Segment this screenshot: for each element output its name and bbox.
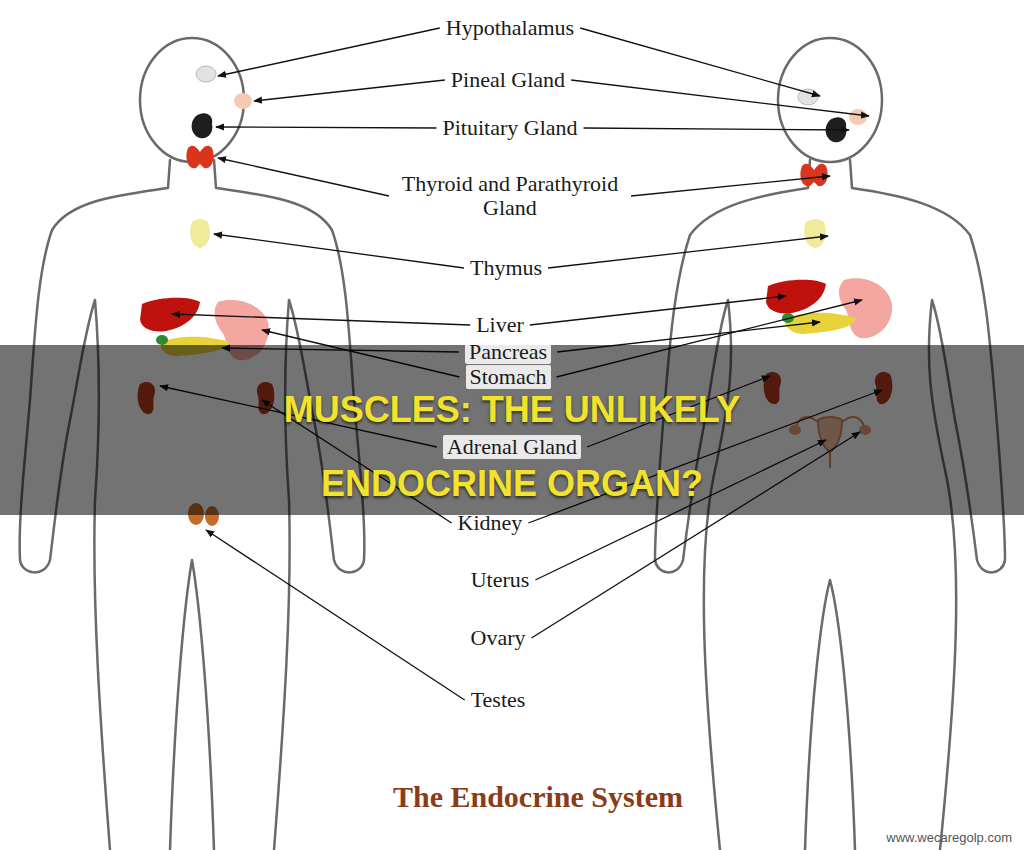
leader-arrow [218,28,440,76]
leader-arrow [214,234,464,268]
leader-arrow [254,80,445,101]
leader-arrow [218,158,389,196]
gallbladder [156,335,168,345]
organ-label: Hypothalamus [446,16,574,40]
pituitary-gland [192,113,213,138]
hypothalamus [196,66,216,82]
leader-arrow [631,176,830,196]
leader-arrow [548,236,828,268]
leader-arrow [530,296,786,325]
thymus [804,219,826,248]
leader-arrow [172,314,470,325]
leader-arrow [206,530,465,700]
leader-arrow [216,127,436,128]
pancreas [785,313,856,334]
banner-title: MUSCLES: THE UNLIKELY ENDOCRINE ORGAN? [202,373,822,521]
organ-label: Ovary [471,626,526,650]
organ-label: Pituitary Gland [442,116,577,140]
pineal-gland [849,109,867,125]
thymus [190,219,210,248]
thyroid [186,146,213,168]
organ-label: Liver [476,313,524,337]
hypothalamus [798,89,818,105]
organ-label: Thyroid and Parathyroid Gland [395,172,625,220]
thyroid [800,164,827,186]
organ-label: Stomach [466,365,551,389]
male-head [140,38,244,162]
female-head [778,38,882,162]
diagram-caption: The Endocrine System [393,780,683,814]
organ-label: Thymus [470,256,542,280]
female-legs [805,580,855,850]
organ-label: Testes [471,688,526,712]
leader-arrow [584,128,849,130]
organ-label: Uterus [471,568,530,592]
organ-label: Kidney [458,511,523,535]
stomach [839,278,892,338]
organ-label: Pancreas [465,340,551,364]
source-url: www.wecaregolp.com [886,830,1012,846]
organ-label: Adrenal Gland [443,435,581,459]
organ-label: Pineal Gland [451,68,565,92]
leader-arrow [571,80,869,116]
male-legs [170,560,214,850]
pineal-gland [234,93,252,109]
